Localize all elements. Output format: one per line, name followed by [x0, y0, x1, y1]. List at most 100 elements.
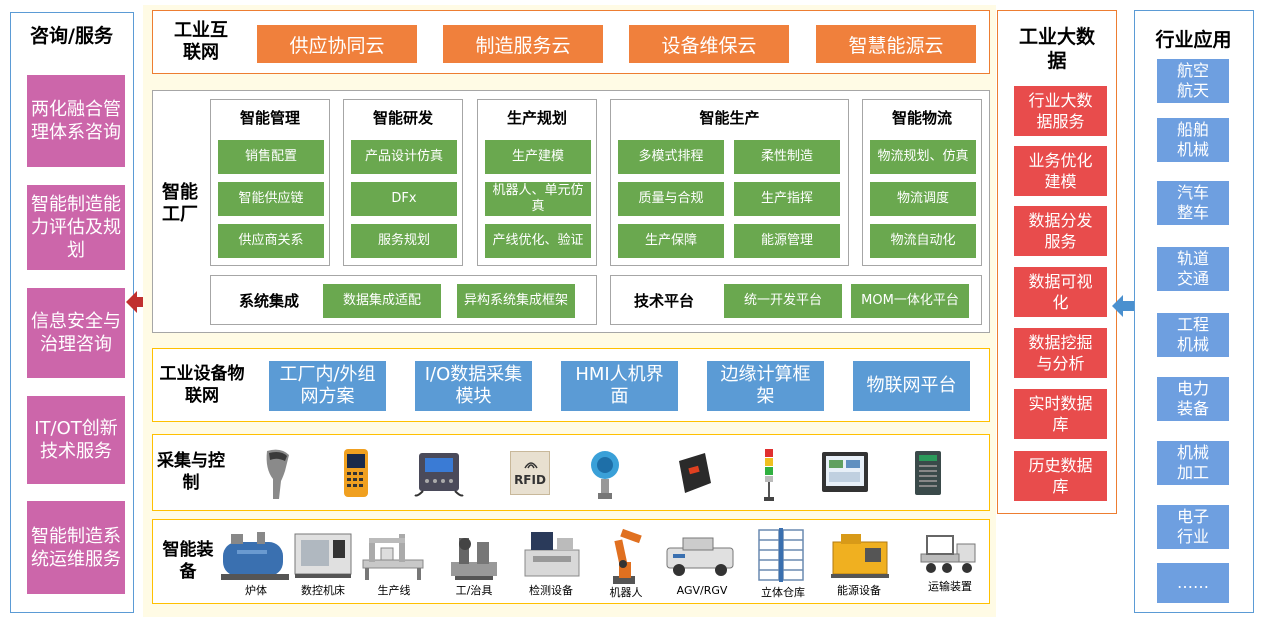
- integration-item[interactable]: 异构系统集成框架: [457, 284, 575, 318]
- function-item[interactable]: 供应商关系: [218, 224, 324, 258]
- function-item[interactable]: 机器人、单元仿真: [485, 182, 591, 216]
- device-label: 立体仓库: [761, 586, 805, 599]
- big-data-item[interactable]: 历史数据库: [1014, 451, 1107, 501]
- function-item[interactable]: 物流规划、仿真: [870, 140, 976, 174]
- automated-warehouse-icon: [758, 528, 804, 582]
- agv-rgv-icon: [666, 537, 734, 576]
- integration-title: 系统集成: [238, 291, 299, 310]
- industry-panel: 行业应用 航空航天 船舶机械 汽车整车 轨道交通 工程机械 电力装备 机械加工 …: [1134, 10, 1254, 613]
- transport-vehicle-icon: [920, 535, 976, 573]
- collect-panel: 采集与控制 RFID: [152, 434, 990, 511]
- group-smart-management: 智能管理 销售配置 智能供应链 供应商关系: [210, 99, 330, 266]
- plc-module-icon: [915, 451, 941, 495]
- group-title: 智能生产: [699, 108, 760, 127]
- cloud-button[interactable]: 设备维保云: [629, 25, 789, 63]
- iot-item[interactable]: 物联网平台: [853, 361, 970, 411]
- device-label: 工/治具: [455, 584, 493, 597]
- furnace-icon: [221, 532, 289, 580]
- function-item[interactable]: 柔性制造: [734, 140, 840, 174]
- device-label: 机器人: [609, 586, 643, 599]
- integration-item[interactable]: 数据集成适配: [323, 284, 441, 318]
- big-data-item[interactable]: 数据挖掘与分析: [1014, 328, 1107, 378]
- function-item[interactable]: 生产保障: [618, 224, 724, 258]
- tech-platform-title: 技术平台: [633, 291, 694, 310]
- iot-item[interactable]: I/O数据采集模块: [415, 361, 532, 411]
- smart-factory-panel: 智能工厂 智能管理 销售配置 智能供应链 供应商关系 智能研发 产品设计仿真 D…: [152, 90, 990, 333]
- big-data-item[interactable]: 业务优化建模: [1014, 146, 1107, 196]
- device-label: AGV/RGV: [676, 583, 728, 597]
- inspection-equipment-icon: [524, 532, 580, 577]
- group-title: 智能物流: [891, 108, 952, 127]
- function-item[interactable]: 质量与合规: [618, 182, 724, 216]
- energy-equipment-icon: [831, 534, 889, 578]
- cloud-button[interactable]: 供应协同云: [257, 25, 417, 63]
- big-data-item[interactable]: 行业大数据服务: [1014, 86, 1107, 136]
- industrial-internet-panel: 工业互联网 供应协同云 制造服务云 设备维保云 智慧能源云: [152, 10, 990, 74]
- function-item[interactable]: 多模式排程: [618, 140, 724, 174]
- industry-item[interactable]: 汽车整车: [1157, 181, 1229, 225]
- big-data-panel: 工业大数据 行业大数据服务 业务优化建模 数据分发服务 数据可视化 数据挖掘与分…: [997, 10, 1117, 514]
- industry-item[interactable]: 船舶机械: [1157, 118, 1229, 162]
- equipment-title: 智能装备: [162, 540, 214, 582]
- consulting-item: 智能制造系统运维服务: [27, 501, 125, 594]
- device-label: 炉体: [245, 584, 267, 597]
- rfid-wave-icon: [524, 462, 538, 469]
- smart-factory-title: 智能工厂: [162, 182, 198, 225]
- cloud-button[interactable]: 制造服务云: [443, 25, 603, 63]
- big-data-item[interactable]: 数据可视化: [1014, 267, 1107, 317]
- function-item[interactable]: 销售配置: [218, 140, 324, 174]
- big-data-item[interactable]: 实时数据库: [1014, 389, 1107, 439]
- consulting-item: 智能制造能力评估及规划: [27, 185, 125, 270]
- function-item[interactable]: 智能供应链: [218, 182, 324, 216]
- industry-item[interactable]: 工程机械: [1157, 313, 1229, 357]
- function-item[interactable]: 能源管理: [734, 224, 840, 258]
- collect-title: 采集与控制: [157, 451, 225, 493]
- iot-item[interactable]: 边缘计算框架: [707, 361, 824, 411]
- handheld-terminal-icon: [344, 449, 368, 497]
- cloud-button[interactable]: 智慧能源云: [816, 25, 976, 63]
- industry-item[interactable]: 轨道交通: [1157, 247, 1229, 291]
- function-item[interactable]: 物流调度: [870, 182, 976, 216]
- function-item[interactable]: DFx: [351, 182, 457, 216]
- industry-item[interactable]: 电子行业: [1157, 505, 1229, 549]
- iot-title: 工业设备物联网: [159, 364, 245, 406]
- tech-platform-box: 技术平台 统一开发平台 MOM一体化平台: [610, 275, 982, 325]
- device-label: 能源设备: [837, 584, 881, 597]
- function-item[interactable]: 生产指挥: [734, 182, 840, 216]
- group-title: 智能研发: [372, 108, 433, 127]
- industry-title: 行业应用: [1155, 29, 1232, 51]
- rfid-label: RFID: [514, 473, 546, 487]
- function-item[interactable]: 产线优化、验证: [485, 224, 591, 258]
- device-label: 运输装置: [928, 580, 972, 593]
- iot-item[interactable]: 工厂内/外组网方案: [269, 361, 386, 411]
- industry-item[interactable]: 机械加工: [1157, 441, 1229, 485]
- big-data-title: 工业大数据: [1018, 26, 1095, 72]
- hmi-panel-icon: [822, 452, 868, 492]
- group-smart-logistics: 智能物流 物流规划、仿真 物流调度 物流自动化: [862, 99, 982, 266]
- pressure-sensor-icon: [591, 451, 619, 499]
- function-item[interactable]: 产品设计仿真: [351, 140, 457, 174]
- industry-item[interactable]: 航空航天: [1157, 59, 1229, 103]
- production-line-icon: [362, 534, 424, 580]
- signal-tower-light-icon: [764, 449, 774, 501]
- consulting-title: 咨询/服务: [30, 25, 113, 47]
- cnc-machine-icon: [294, 533, 352, 578]
- function-item[interactable]: 物流自动化: [870, 224, 976, 258]
- industrial-internet-title: 工业互联网: [174, 20, 228, 63]
- rfid-tag-icon: RFID: [510, 451, 550, 495]
- consulting-item: 信息安全与治理咨询: [27, 288, 125, 378]
- group-title: 智能管理: [239, 108, 300, 127]
- tech-platform-item[interactable]: 统一开发平台: [724, 284, 842, 318]
- industry-item[interactable]: 电力装备: [1157, 377, 1229, 421]
- iot-item[interactable]: HMI人机界面: [561, 361, 678, 411]
- industrial-robot-icon: [613, 528, 642, 584]
- tech-platform-item[interactable]: MOM一体化平台: [851, 284, 969, 318]
- equipment-panel: 智能装备 炉体 数控机床 生产线 工/治具 检测设备: [152, 519, 990, 604]
- big-data-item[interactable]: 数据分发服务: [1014, 206, 1107, 256]
- industry-item[interactable]: ……: [1157, 563, 1229, 603]
- function-item[interactable]: 服务规划: [351, 224, 457, 258]
- barcode-scanner-icon: [266, 449, 289, 499]
- group-smart-rnd: 智能研发 产品设计仿真 DFx 服务规划: [343, 99, 463, 266]
- function-item[interactable]: 生产建模: [485, 140, 591, 174]
- device-label: 数控机床: [301, 584, 345, 597]
